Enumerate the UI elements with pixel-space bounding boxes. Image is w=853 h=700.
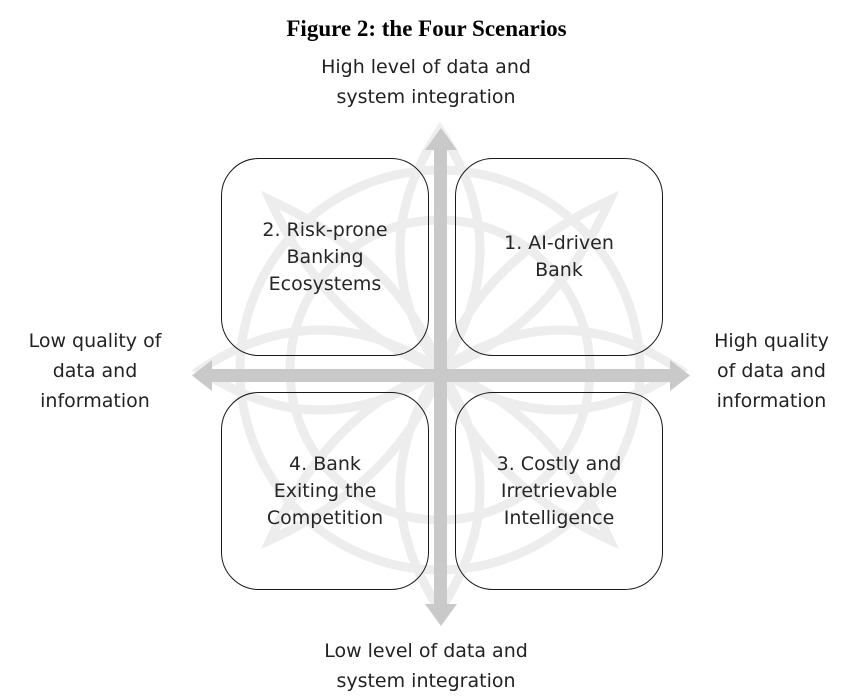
scenario-ai-driven-bank: 1. AI-driven Bank — [455, 158, 663, 356]
bottom-axis-label: Low level of data and system integration — [324, 640, 528, 692]
scenario-costly-irretrievable-intelligence: 3. Costly and Irretrievable Intelligence — [455, 392, 663, 590]
scenario-bank-exiting-competition: 4. Bank Exiting the Competition — [221, 392, 429, 590]
down-arrowhead — [425, 604, 457, 626]
scenario-risk-prone-banking-ecosystems: 2. Risk-prone Banking Ecosystems — [221, 158, 429, 356]
left-arrowhead — [192, 360, 212, 391]
top-axis-label: High level of data and system integratio… — [321, 56, 531, 108]
figure-title: Figure 2: the Four Scenarios — [286, 16, 567, 41]
horizontal-axis-shaft — [205, 369, 677, 382]
left-axis-label: Low quality of data and information — [28, 330, 162, 412]
up-arrowhead — [425, 128, 457, 150]
right-axis-label: High quality of data and information — [714, 330, 829, 412]
right-arrowhead — [670, 360, 690, 391]
